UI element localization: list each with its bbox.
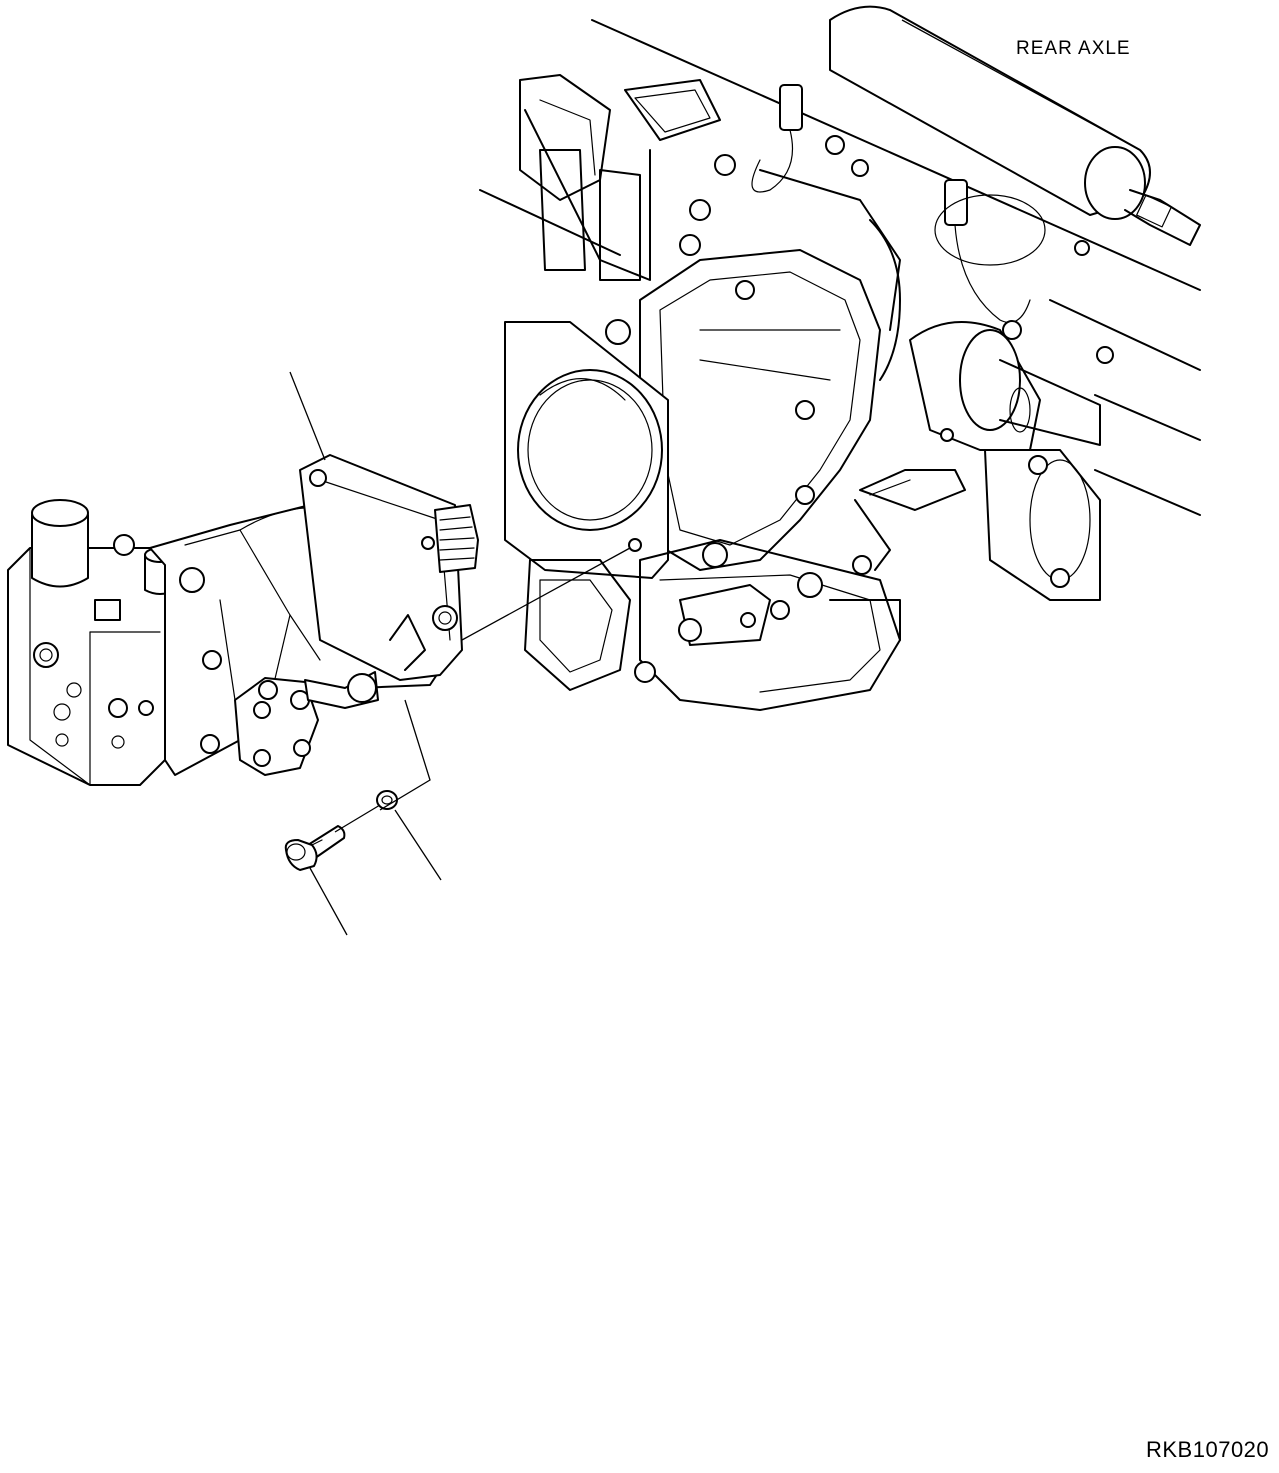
figure-code: RKB107020 [1146,1437,1270,1462]
mounting-bolt [284,825,346,871]
travel-motor [7,454,479,786]
rear-axle-label: REAR AXLE [1016,38,1131,59]
rear-axle-assembly [479,5,1201,711]
leader-lines [289,371,631,936]
